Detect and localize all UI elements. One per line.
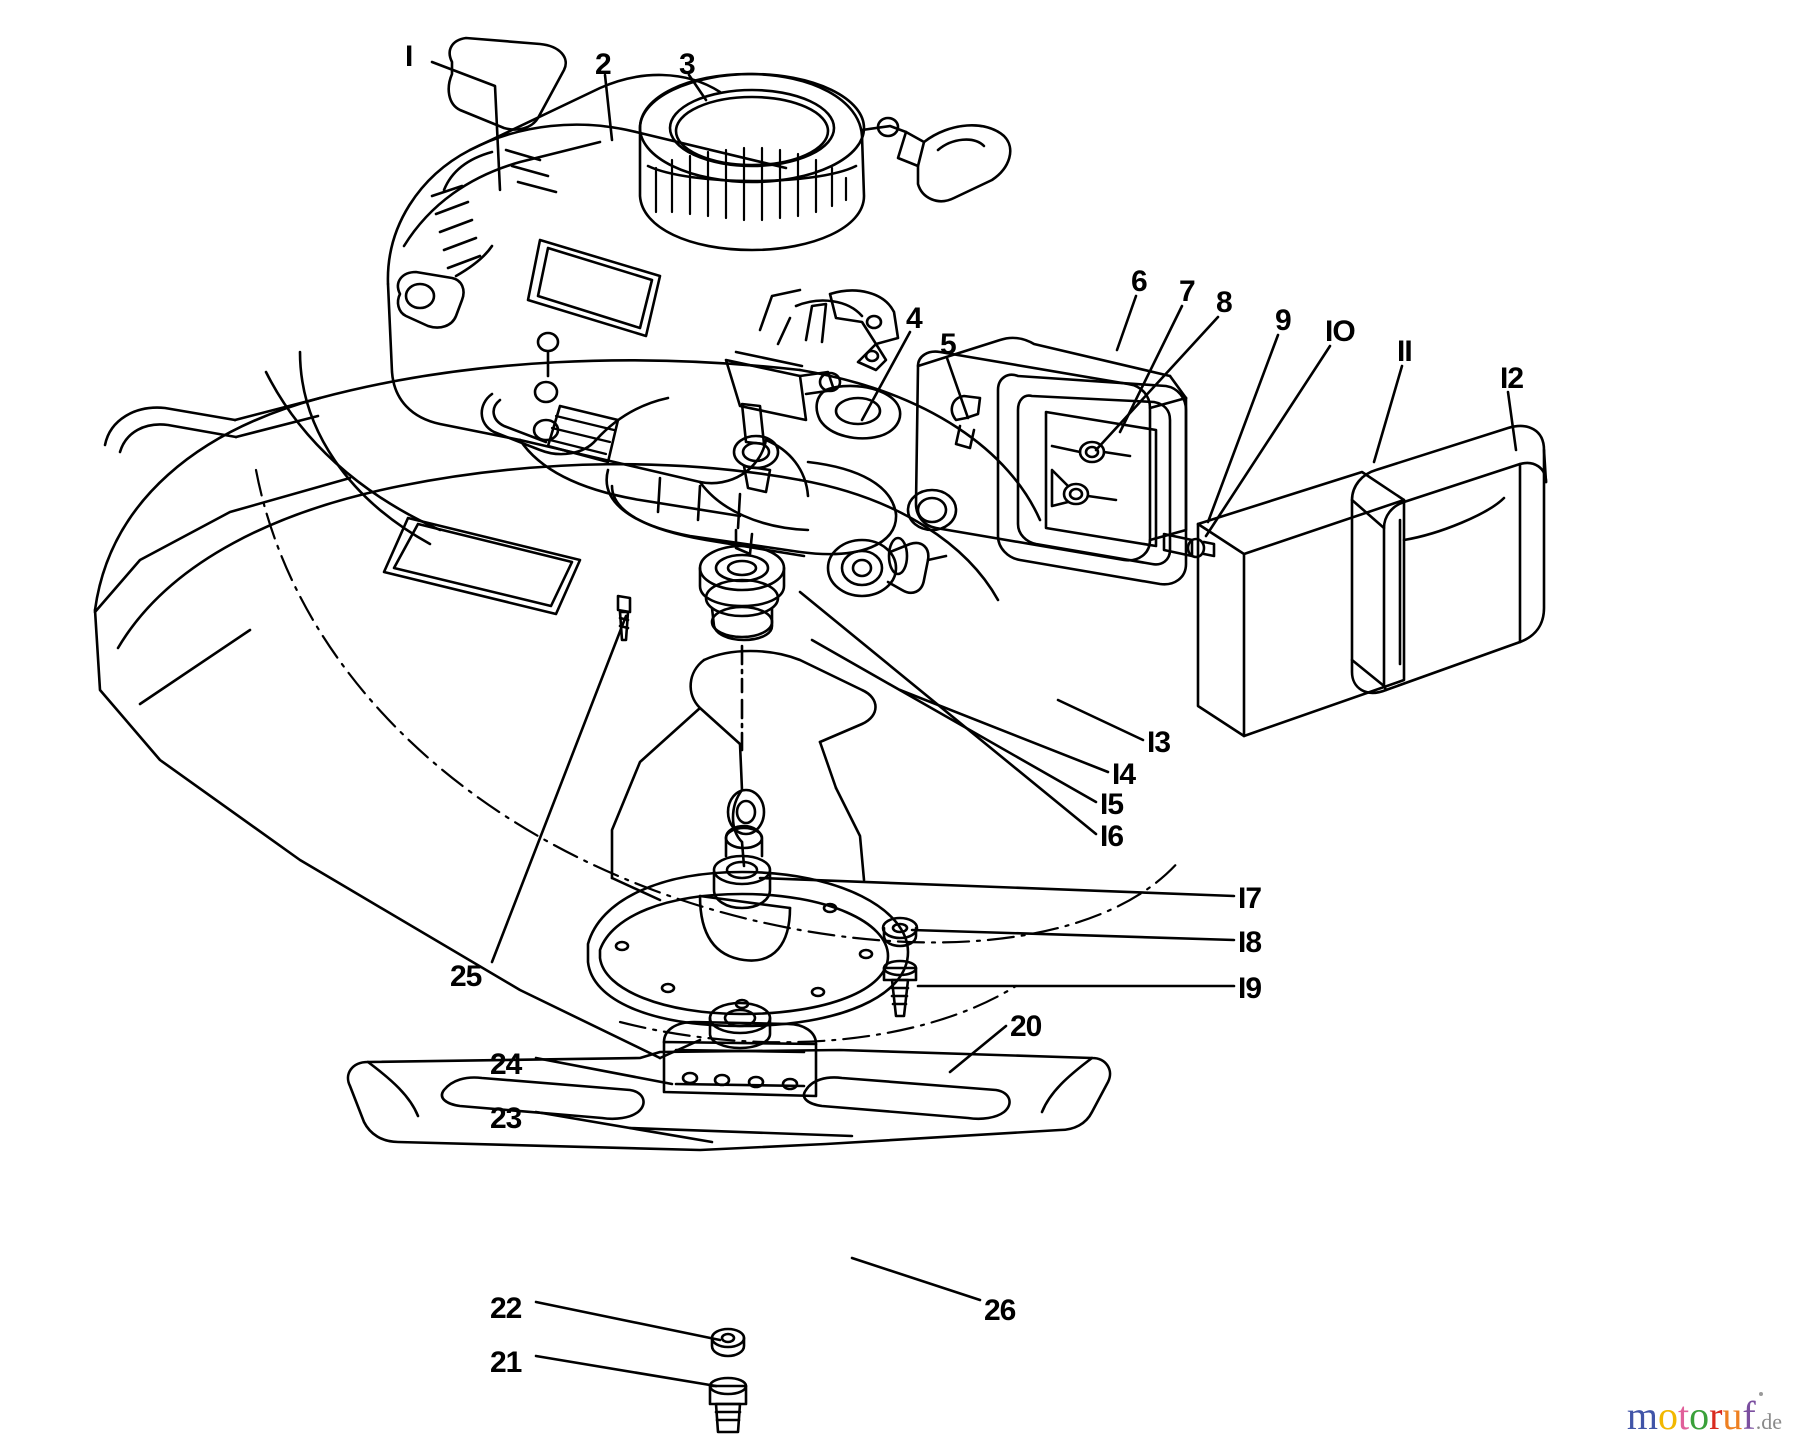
callout-number-1: I bbox=[405, 40, 413, 73]
callout-number-19: I9 bbox=[1238, 972, 1262, 1005]
leader-line-12 bbox=[1506, 390, 1518, 452]
callout-number-20: 20 bbox=[1010, 1010, 1042, 1043]
callout-number-11: II bbox=[1397, 335, 1413, 368]
callout-number-12: I2 bbox=[1500, 362, 1524, 395]
callout-number-14: I4 bbox=[1112, 758, 1136, 791]
leader-line-1 bbox=[430, 60, 502, 192]
washer-and-screw bbox=[881, 916, 919, 1018]
callout-number-6: 6 bbox=[1131, 265, 1148, 298]
watermark-letter-f-6: f bbox=[1742, 1392, 1764, 1438]
engine-assembly bbox=[386, 36, 1012, 558]
air-filter-cover bbox=[1350, 424, 1548, 695]
deck-stiffener bbox=[610, 649, 877, 902]
leader-line-8 bbox=[1094, 315, 1220, 452]
callout-number-24: 24 bbox=[490, 1048, 522, 1081]
callout-number-8: 8 bbox=[1216, 286, 1233, 319]
watermark-letter-r-4: r bbox=[1709, 1393, 1723, 1438]
callout-number-3: 3 bbox=[679, 48, 696, 81]
callout-number-9: 9 bbox=[1275, 304, 1292, 337]
cutting-blade bbox=[346, 1001, 1112, 1152]
mower-deck bbox=[93, 350, 1042, 1060]
leader-line-17 bbox=[758, 876, 1236, 898]
leader-line-11 bbox=[1372, 364, 1404, 464]
callout-number-15: I5 bbox=[1100, 788, 1124, 821]
leader-line-26 bbox=[850, 1256, 982, 1302]
leader-line-3 bbox=[687, 73, 708, 102]
spindle-hub-plate bbox=[586, 824, 910, 1028]
leader-line-18 bbox=[910, 928, 1236, 942]
leader-line-13 bbox=[1056, 698, 1145, 742]
watermark-tld: .de bbox=[1755, 1409, 1782, 1434]
callout-number-18: I8 bbox=[1238, 926, 1262, 959]
callout-number-25: 25 bbox=[450, 960, 482, 993]
leader-line-4 bbox=[860, 330, 912, 422]
leader-line-16 bbox=[798, 590, 1098, 836]
leader-line-20 bbox=[948, 1024, 1008, 1074]
watermark-letter-t-2: t bbox=[1677, 1393, 1690, 1438]
leader-line-25 bbox=[490, 614, 628, 964]
watermark-letter-o-1: o bbox=[1657, 1393, 1678, 1438]
callout-number-10: IO bbox=[1325, 315, 1356, 348]
callout-number-13: I3 bbox=[1147, 726, 1171, 759]
callout-number-16: I6 bbox=[1100, 820, 1124, 853]
foam-filter-element bbox=[1196, 470, 1406, 738]
leader-line-5 bbox=[945, 356, 970, 420]
site-watermark: motoruf.de bbox=[1626, 1392, 1782, 1438]
blade-adapter-stack bbox=[616, 544, 786, 752]
leader-line-10 bbox=[1204, 344, 1332, 538]
leader-line-2 bbox=[603, 73, 614, 142]
watermark-letter-o-3: o bbox=[1689, 1393, 1710, 1438]
leader-line-24 bbox=[534, 1056, 674, 1086]
watermark-letter-m-0: m bbox=[1626, 1393, 1658, 1438]
breather-elbow bbox=[826, 536, 948, 598]
leader-line-6 bbox=[1115, 294, 1138, 352]
leader-line-22 bbox=[534, 1300, 722, 1342]
air-filter-housing bbox=[906, 336, 1216, 586]
callout-number-22: 22 bbox=[490, 1292, 522, 1325]
leader-line-15 bbox=[810, 638, 1098, 804]
leader-line-23 bbox=[534, 1110, 714, 1144]
callout-number-21: 21 bbox=[490, 1346, 522, 1379]
callout-number-23: 23 bbox=[490, 1102, 522, 1135]
leader-line-21 bbox=[534, 1354, 718, 1388]
callout-number-7: 7 bbox=[1179, 275, 1196, 308]
watermark-letter-u-5: u bbox=[1722, 1393, 1743, 1438]
callout-number-2: 2 bbox=[595, 48, 612, 81]
callout-number-26: 26 bbox=[984, 1294, 1016, 1327]
leader-line-9 bbox=[1206, 333, 1280, 524]
callout-number-17: I7 bbox=[1238, 882, 1262, 915]
callout-number-4: 4 bbox=[906, 302, 923, 335]
callout-number-5: 5 bbox=[940, 328, 957, 361]
